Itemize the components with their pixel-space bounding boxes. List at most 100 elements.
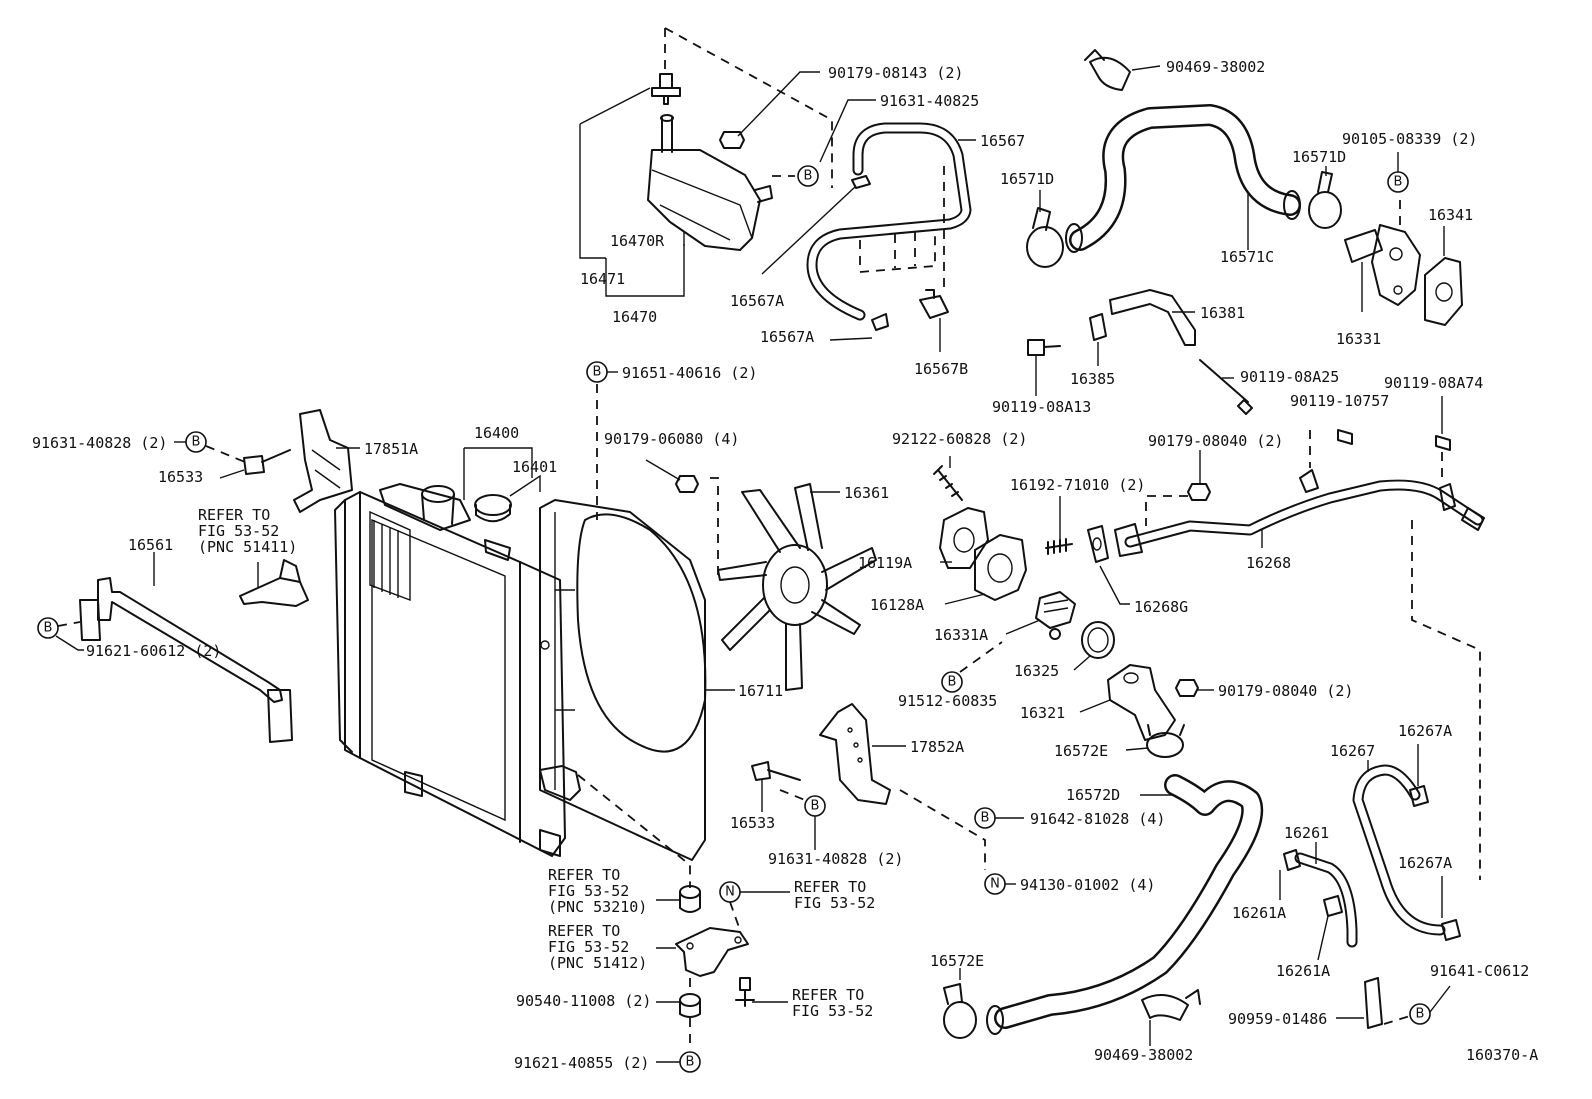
b-marker-91641-C0612: B xyxy=(1409,1003,1431,1025)
b-marker-91651-40616: B xyxy=(586,361,608,383)
clip-16567A-bottom xyxy=(871,313,889,331)
label-16401: 16401 xyxy=(512,458,557,476)
label-90469-38002-top: 90469-38002 xyxy=(1166,58,1265,76)
label-16571D-right: 16571D xyxy=(1292,148,1346,166)
gasket-16268G xyxy=(1087,525,1109,563)
label-16572E-mid: 16572E xyxy=(1054,742,1108,760)
label-refer-51411-3: (PNC 51411) xyxy=(198,538,297,556)
fan-shroud-16711 xyxy=(539,499,707,861)
gasket-16341 xyxy=(1424,257,1463,326)
bracket-16381 xyxy=(1109,289,1196,346)
label-90179-08040-mid: 90179-08040 (2) xyxy=(1218,682,1353,700)
b-marker-91621-60612: B xyxy=(37,617,59,639)
label-17852A: 17852A xyxy=(910,738,964,756)
label-90179-08040-top: 90179-08040 (2) xyxy=(1148,432,1283,450)
clip-16267A-bottom xyxy=(1441,919,1461,941)
nut-90179-06080 xyxy=(675,475,699,493)
housing-16128A xyxy=(974,534,1027,601)
diagram-id: 160370-A xyxy=(1466,1046,1538,1064)
stud-16192-71010 xyxy=(1045,538,1073,555)
label-16268G: 16268G xyxy=(1134,598,1188,616)
label-refer-n-1: REFER TO xyxy=(794,878,866,896)
clamp-90469-38002-top xyxy=(1084,49,1131,91)
clamp-16571D-left xyxy=(1026,207,1064,268)
svg-text:B: B xyxy=(192,435,201,450)
label-90119-08A13: 90119-08A13 xyxy=(992,398,1091,416)
svg-text:B: B xyxy=(44,621,53,636)
label-16572D: 16572D xyxy=(1066,786,1120,804)
label-16261A-1: 16261A xyxy=(1232,904,1286,922)
support-16561 xyxy=(79,577,293,743)
label-16471: 16471 xyxy=(580,270,625,288)
clamp-16572E-mid xyxy=(1146,724,1185,758)
label-91512-60835: 91512-60835 xyxy=(898,692,997,710)
part-labels: 90179-08143 (2) 91631-40825 16567 16470R… xyxy=(32,58,1538,1072)
bolt-90119-08A25 xyxy=(1199,359,1253,415)
label-16268: 16268 xyxy=(1246,554,1291,572)
nut-90179-08040-top xyxy=(1187,483,1211,501)
radiator-16400 xyxy=(334,483,566,857)
bolt-90119-08A74 xyxy=(1435,435,1451,451)
label-16571C: 16571C xyxy=(1220,248,1274,266)
clip-16267A-top xyxy=(1409,785,1429,807)
label-90119-10757: 90119-10757 xyxy=(1290,392,1389,410)
label-refer-51412-1: REFER TO xyxy=(548,922,620,940)
label-16331: 16331 xyxy=(1336,330,1381,348)
gasket-16325 xyxy=(1081,621,1115,659)
label-91631-40828-mid: 91631-40828 (2) xyxy=(768,850,903,868)
n-marker-94130-01002: N xyxy=(984,873,1006,895)
stud-92122-60828 xyxy=(933,465,963,501)
water-inlet-16321 xyxy=(1107,664,1176,741)
label-refer-bolt-1: REFER TO xyxy=(792,986,864,1004)
clip-16567A-top xyxy=(851,175,871,189)
svg-text:B: B xyxy=(593,365,602,380)
cushion-90540-11008 xyxy=(679,993,701,1018)
label-94130-01002: 94130-01002 (4) xyxy=(1020,876,1155,894)
label-refer-51411-1: REFER TO xyxy=(198,506,270,524)
bolt-16533-mid xyxy=(751,761,801,781)
bolt-16533-left xyxy=(243,449,291,475)
label-16267A-bottom: 16267A xyxy=(1398,854,1452,872)
label-16119A: 16119A xyxy=(858,554,912,572)
label-refer-53210-1: REFER TO xyxy=(548,866,620,884)
label-17851A: 17851A xyxy=(364,440,418,458)
label-90179-06080: 90179-06080 (4) xyxy=(604,430,739,448)
bracket-51411 xyxy=(239,559,309,607)
label-16533-left: 16533 xyxy=(158,468,203,486)
b-marker-91631-40828-mid: B xyxy=(804,795,826,817)
label-refer-53210-3: (PNC 53210) xyxy=(548,898,647,916)
bolt-refer-53-52 xyxy=(735,977,755,1007)
bracket-51412 xyxy=(675,927,749,977)
reservoir-cap xyxy=(651,73,681,105)
label-16331A: 16331A xyxy=(934,626,988,644)
label-91621-60612: 91621-60612 (2) xyxy=(86,642,221,660)
nut-90179-08143 xyxy=(719,131,745,149)
cushion-53210 xyxy=(679,885,701,913)
reservoir-tank xyxy=(647,114,773,251)
cushion-16385 xyxy=(1089,313,1107,341)
hose-16261 xyxy=(1294,852,1358,948)
label-16400: 16400 xyxy=(474,424,519,442)
n-marker-refer: N xyxy=(719,881,741,903)
b-marker-90105-08339: B xyxy=(1387,171,1409,193)
svg-text:B: B xyxy=(981,811,990,826)
clamp-16571D-right xyxy=(1308,171,1342,229)
hose-16267 xyxy=(1352,764,1446,936)
label-16261A-2: 16261A xyxy=(1276,962,1330,980)
label-refer-bolt-2: FIG 53-52 xyxy=(792,1002,873,1020)
label-90119-08A74: 90119-08A74 xyxy=(1384,374,1483,392)
label-90540-11008: 90540-11008 (2) xyxy=(516,992,651,1010)
label-91651-40616: 91651-40616 (2) xyxy=(622,364,757,382)
label-refer-51412-3: (PNC 51412) xyxy=(548,954,647,972)
label-16361: 16361 xyxy=(844,484,889,502)
svg-text:B: B xyxy=(811,799,820,814)
clip-16261A-bottom xyxy=(1323,895,1343,917)
label-16381: 16381 xyxy=(1200,304,1245,322)
b-marker-91621-40855: B xyxy=(679,1051,701,1073)
label-92122-60828: 92122-60828 (2) xyxy=(892,430,1027,448)
svg-text:B: B xyxy=(686,1055,695,1070)
radiator-cap-16401 xyxy=(474,494,512,523)
bolt-90119-08A13 xyxy=(1027,339,1061,356)
